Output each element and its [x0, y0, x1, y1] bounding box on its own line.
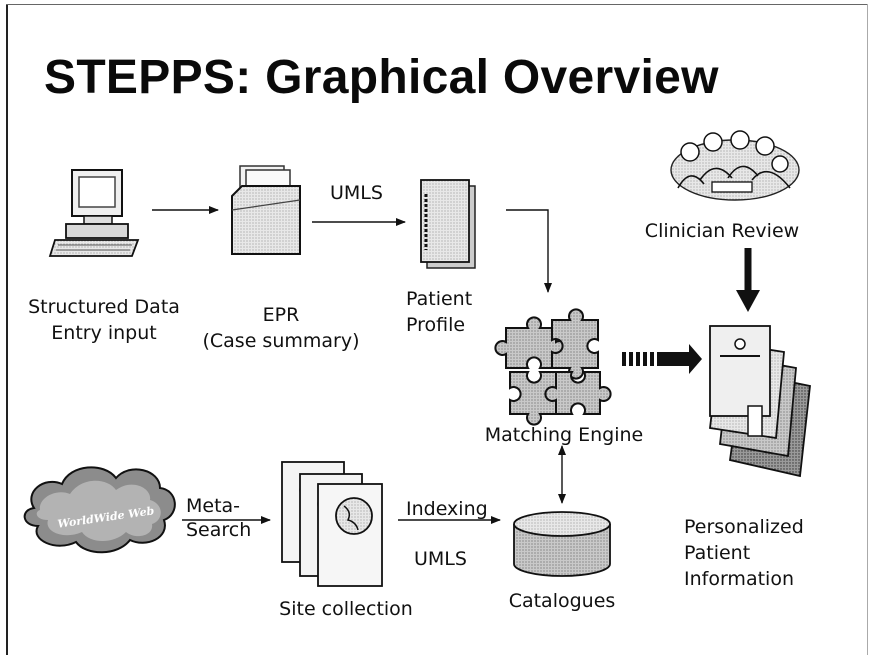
matching-engine-label: Matching Engine	[484, 424, 644, 446]
slide-border-top	[6, 4, 868, 5]
puzzle-icon	[494, 308, 612, 426]
slide-border-left	[6, 4, 8, 655]
indexing-edge-label: Indexing	[406, 498, 488, 520]
slide-border-right	[867, 4, 868, 655]
slide-frame	[6, 4, 868, 655]
meta-search-label-line1: Meta-	[186, 495, 241, 517]
slide-title: STEPPS: Graphical Overview	[44, 51, 719, 104]
epr-label: EPR (Case summary)	[196, 302, 366, 354]
patient-profile-label: Patient Profile	[406, 286, 472, 338]
folder-icon	[231, 165, 301, 255]
meta-search-label: Meta- Search	[186, 494, 251, 542]
clinicians-group-icon	[670, 130, 800, 201]
personalized-info-label-line3: Information	[684, 568, 794, 590]
patient-profile-label-line2: Profile	[406, 314, 466, 336]
personalized-info-label-line1: Personalized	[684, 516, 804, 538]
umls-indexing-label: UMLS	[414, 548, 467, 570]
personalized-info-label: Personalized Patient Information	[684, 514, 804, 592]
arrow-profile-to-matching	[506, 209, 552, 293]
personalized-documents-icon	[709, 325, 811, 478]
patient-profile-label-line1: Patient	[406, 288, 473, 310]
arrow-clinician-to-info-head	[736, 290, 760, 312]
catalogues-label: Catalogues	[508, 590, 616, 612]
epr-label-line1: EPR	[262, 304, 300, 326]
clinician-review-label: Clinician Review	[644, 220, 800, 242]
database-cylinder-icon	[513, 511, 611, 577]
meta-search-label-line2: Search	[186, 519, 252, 541]
computer-icon	[48, 169, 140, 257]
world-wide-web-cloud-icon	[23, 466, 176, 554]
personalized-info-label-line2: Patient	[684, 542, 751, 564]
document-icon	[420, 179, 476, 269]
site-collection-icon	[281, 461, 383, 587]
site-collection-label: Site collection	[279, 598, 413, 620]
arrow-matching-to-info	[622, 344, 702, 374]
epr-label-line2: (Case summary)	[202, 330, 360, 352]
umls-edge-label: UMLS	[330, 182, 383, 204]
data-entry-label-line1: Structured Data	[28, 296, 180, 318]
data-entry-label-line2: Entry input	[51, 322, 157, 344]
data-entry-label: Structured Data Entry input	[20, 294, 188, 346]
